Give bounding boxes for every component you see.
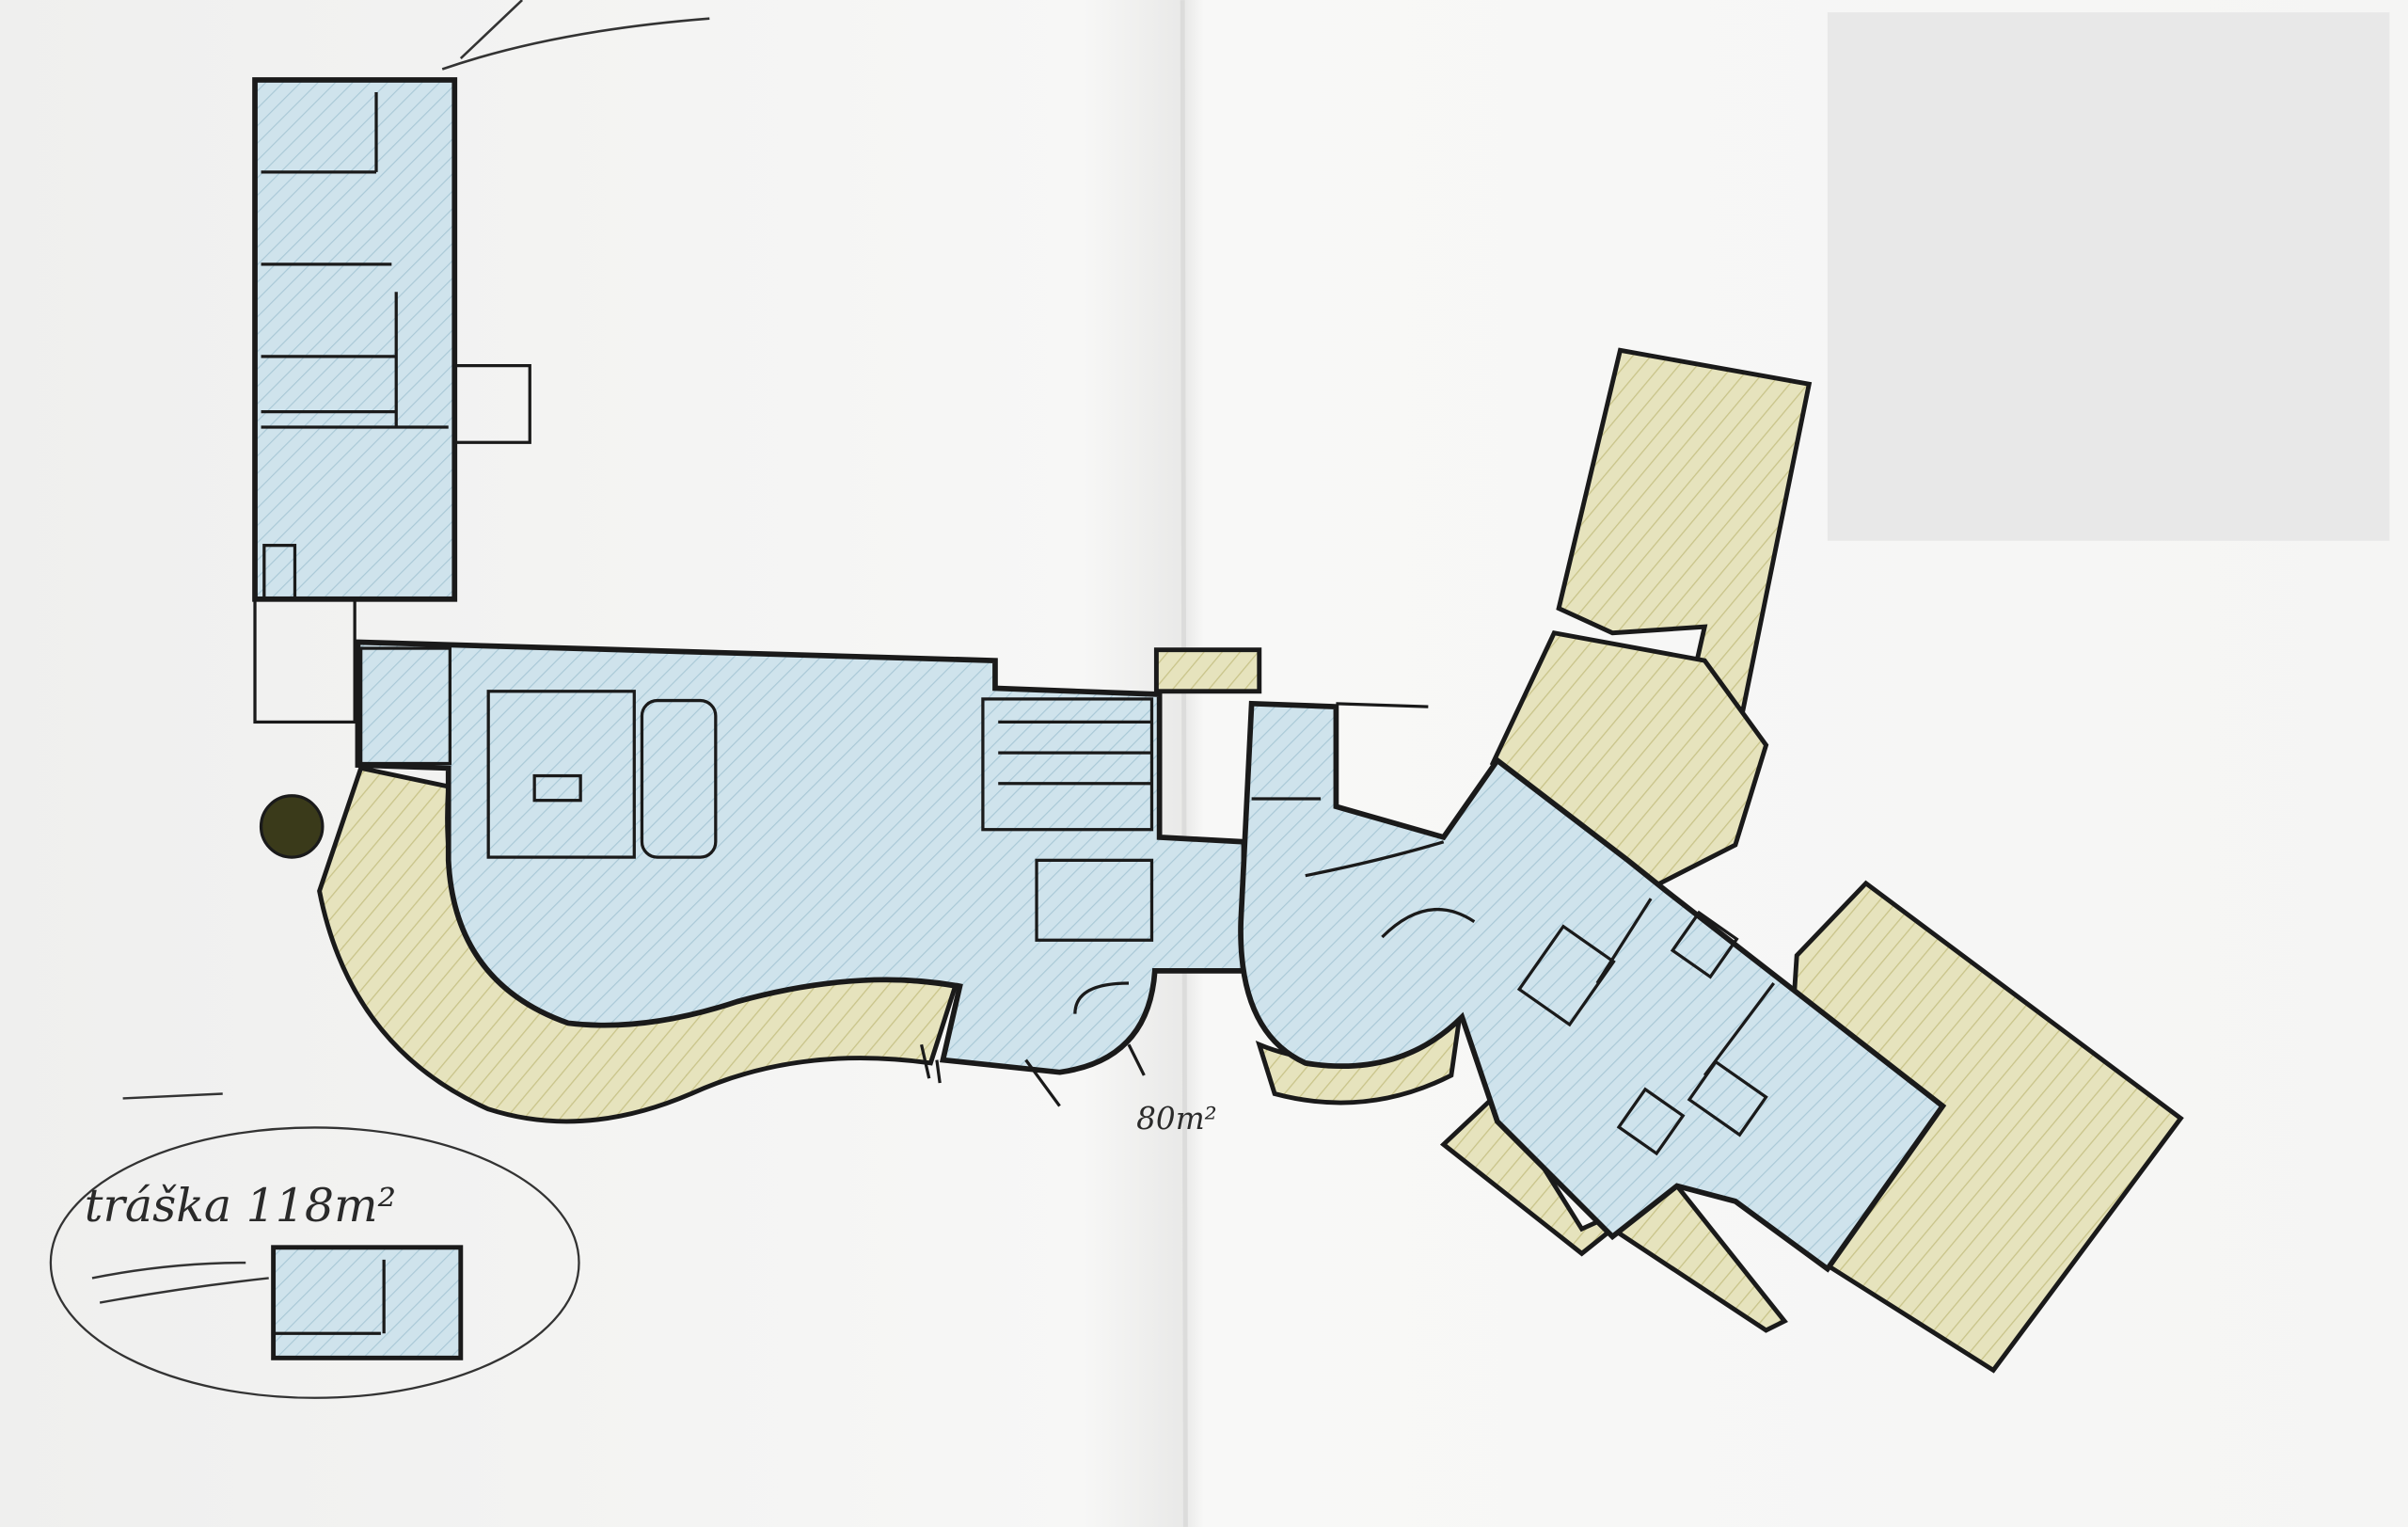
interior-walls (253, 92, 1776, 1156)
handwritten-scribble (441, 0, 710, 71)
entry-terrace (1153, 647, 1262, 694)
inset-plan (271, 1245, 464, 1360)
main-living-wing (355, 639, 1247, 1075)
redacted-area (1827, 12, 2390, 541)
paper-fold-line (1180, 0, 1188, 1527)
building-interior (252, 77, 1947, 1273)
east-wing (1238, 700, 1947, 1273)
terrace-note-callout: tráška 118m² (49, 1092, 580, 1399)
north-wing (252, 77, 458, 602)
area-note: 80m² (1136, 1101, 1217, 1137)
terrace-note: tráška 118m² (85, 1179, 396, 1233)
